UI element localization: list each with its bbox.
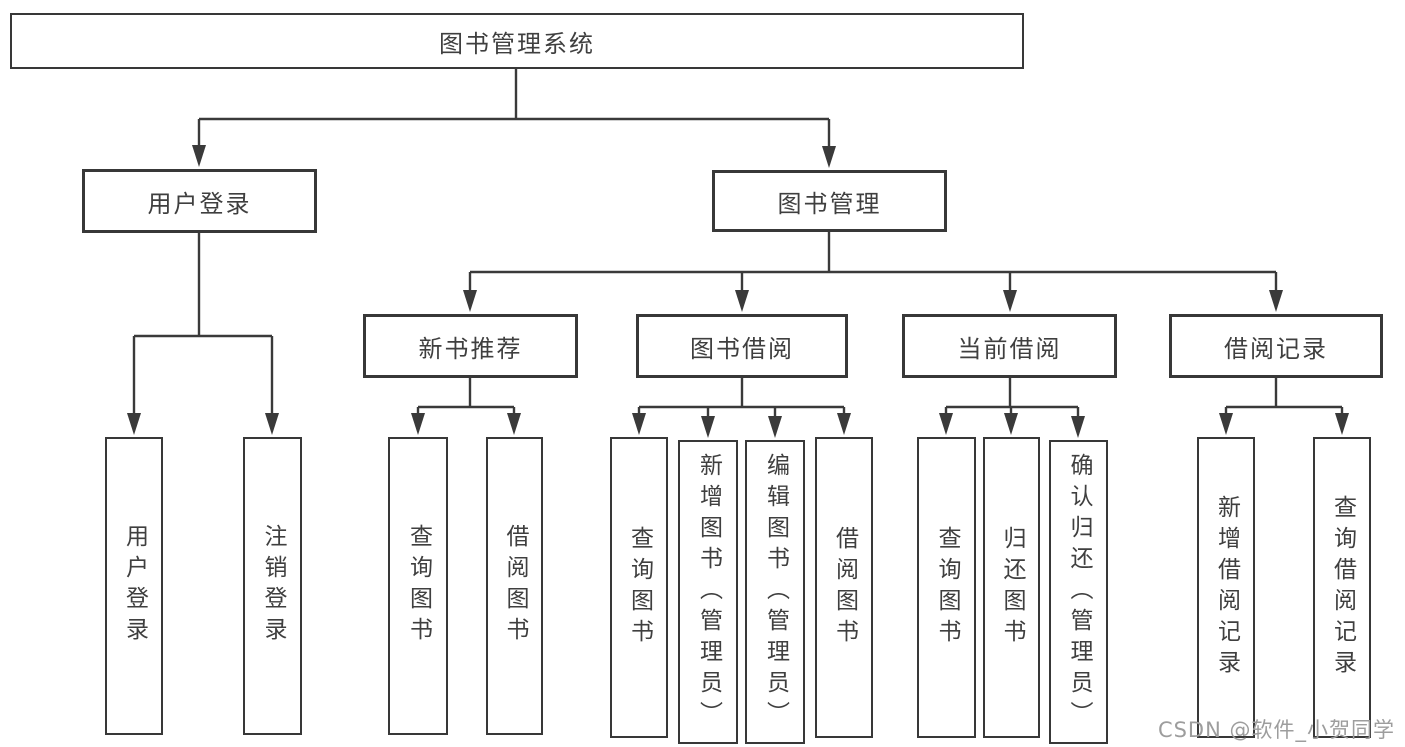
- node-book-borrow: 图书借阅: [636, 314, 848, 378]
- leaf-return-books-label: 归还图书: [999, 525, 1025, 650]
- node-root: 图书管理系统: [10, 13, 1024, 69]
- connector-userlogin-to-leaves: [132, 233, 274, 416]
- connector-root-to-level2: [197, 69, 831, 148]
- arrowhead: [411, 413, 425, 435]
- arrowhead: [127, 413, 141, 435]
- leaf-logout: 注销登录: [243, 437, 302, 735]
- leaf-query-borrow-record-label: 查询借阅记录: [1329, 494, 1356, 681]
- leaf-confirm-return-admin: 确认归还（管理员）: [1049, 440, 1108, 744]
- connector-bookborrow-to-leaves: [637, 378, 846, 419]
- leaf-add-book-admin: 新增图书（管理员）: [678, 440, 738, 744]
- node-new-book-recommend-label: 新书推荐: [418, 334, 523, 363]
- node-book-management-label: 图书管理: [777, 189, 882, 218]
- leaf-edit-book-admin: 编辑图书（管理员）: [745, 440, 805, 744]
- node-current-borrow-label: 当前借阅: [957, 334, 1062, 363]
- leaf-query-books-recommend-label: 查询图书: [405, 524, 432, 648]
- arrowhead: [701, 416, 715, 438]
- watermark: CSDN @软件_小贺同学: [1157, 718, 1395, 742]
- arrowhead: [1003, 290, 1017, 312]
- arrowhead: [768, 416, 782, 438]
- node-book-borrow-label: 图书借阅: [690, 334, 794, 363]
- node-current-borrow: 当前借阅: [902, 314, 1117, 378]
- connector-newbook-to-leaves: [416, 378, 516, 416]
- leaf-borrow-books: 借阅图书: [815, 437, 873, 738]
- arrowhead: [1004, 413, 1018, 435]
- arrowhead: [1219, 413, 1233, 435]
- arrowhead: [463, 290, 477, 312]
- leaf-borrow-books-recommend-label: 借阅图书: [502, 524, 528, 648]
- node-new-book-recommend: 新书推荐: [363, 314, 578, 378]
- arrowhead: [192, 145, 206, 167]
- leaf-edit-book-admin-label: 编辑图书（管理员）: [762, 452, 789, 732]
- leaf-return-books: 归还图书: [983, 437, 1040, 738]
- leaf-query-books-recommend: 查询图书: [388, 437, 448, 735]
- node-book-management: 图书管理: [712, 170, 947, 232]
- leaf-confirm-return-admin-label: 确认归还（管理员）: [1066, 452, 1092, 732]
- connector-bookmgmt-to-level3: [468, 232, 1278, 293]
- connector-currentborrow-to-leaves: [944, 378, 1080, 419]
- leaf-query-books-borrow: 查询图书: [610, 437, 668, 738]
- node-user-login: 用户登录: [82, 169, 317, 233]
- leaf-query-books-current-label: 查询图书: [934, 525, 960, 650]
- node-user-login-label: 用户登录: [147, 189, 252, 218]
- leaf-user-login: 用户登录: [105, 437, 163, 735]
- arrowhead: [837, 413, 851, 435]
- arrowhead: [1071, 416, 1085, 438]
- leaf-add-borrow-record-label: 新增借阅记录: [1213, 494, 1240, 681]
- leaf-borrow-books-recommend: 借阅图书: [486, 437, 543, 735]
- leaf-borrow-books-label: 借阅图书: [831, 525, 858, 650]
- leaf-query-borrow-record: 查询借阅记录: [1313, 437, 1371, 738]
- arrowhead: [735, 290, 749, 312]
- leaf-query-books-current: 查询图书: [917, 437, 976, 738]
- node-root-label: 图书管理系统: [439, 29, 595, 58]
- leaf-add-borrow-record: 新增借阅记录: [1197, 437, 1255, 738]
- connector-lines: [132, 69, 1344, 419]
- arrowhead: [822, 146, 836, 168]
- arrowheads: [127, 145, 1349, 438]
- node-borrow-records-label: 借阅记录: [1224, 334, 1328, 363]
- leaf-logout-label: 注销登录: [260, 524, 286, 648]
- arrowhead: [939, 413, 953, 435]
- leaf-query-books-borrow-label: 查询图书: [626, 525, 653, 650]
- arrowhead: [265, 413, 279, 435]
- leaf-add-book-admin-label: 新增图书（管理员）: [695, 452, 722, 732]
- arrowhead: [632, 413, 646, 435]
- connector-borrowrecords-to-leaves: [1224, 378, 1344, 416]
- node-borrow-records: 借阅记录: [1169, 314, 1383, 378]
- arrowhead: [1269, 290, 1283, 312]
- arrowhead: [1335, 413, 1349, 435]
- arrowhead: [507, 413, 521, 435]
- leaf-user-login-label: 用户登录: [121, 524, 148, 648]
